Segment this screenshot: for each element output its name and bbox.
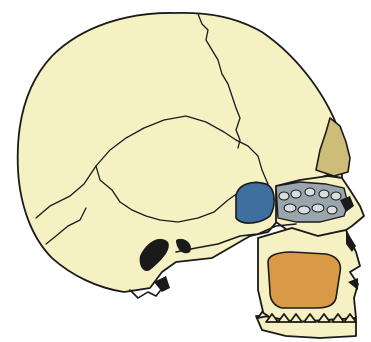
- ethmoid-air-cells: [276, 182, 354, 222]
- maxillary-sinus: [268, 252, 340, 308]
- sphenoid-sinus: [236, 183, 274, 224]
